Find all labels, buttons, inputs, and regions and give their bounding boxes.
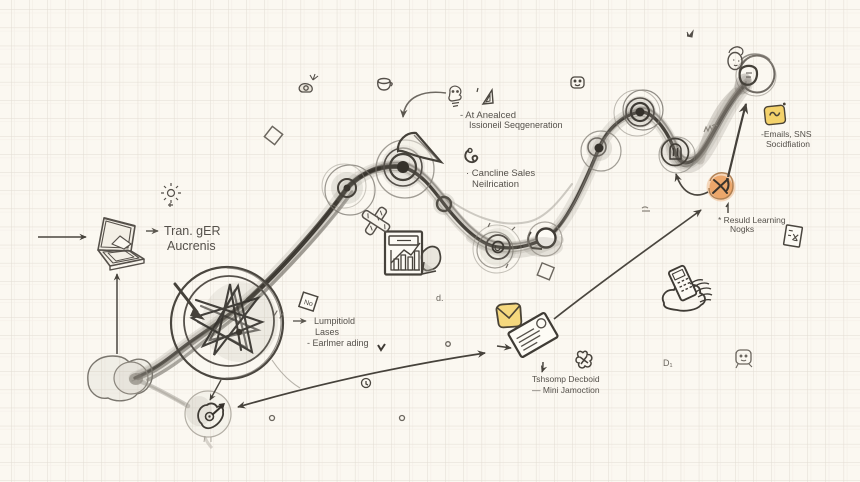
svg-text:- At Anealced: - At Anealced [460,110,516,121]
svg-text:Lumpitiold: Lumpitiold [314,316,355,326]
svg-text:— Mini Jamoction: — Mini Jamoction [532,385,600,395]
svg-text:- Earlmer ading: - Earlmer ading [307,338,369,348]
svg-text:Tran. gER: Tran. gER [164,224,221,238]
svg-text:D₁: D₁ [663,358,673,368]
svg-text:d.: d. [436,293,444,303]
svg-text:Socidfiation: Socidfiation [766,139,810,149]
svg-text:· Cancline Sales: · Cancline Sales [466,168,535,179]
svg-text:* Resuld Learning: * Resuld Learning [718,215,786,225]
svg-text:Aucrenis: Aucrenis [167,239,216,253]
svg-text:Neilrication: Neilrication [472,179,519,190]
svg-text:Issioneil Seqgeneration: Issioneil Seqgeneration [469,120,563,130]
svg-text:No: No [303,299,313,308]
svg-text:-Emails, SNS: -Emails, SNS [761,129,812,139]
svg-text:Tshsomp Decboid: Tshsomp Decboid [532,374,600,384]
svg-text:Nogks: Nogks [730,224,754,234]
svg-text:Lases: Lases [315,327,340,337]
